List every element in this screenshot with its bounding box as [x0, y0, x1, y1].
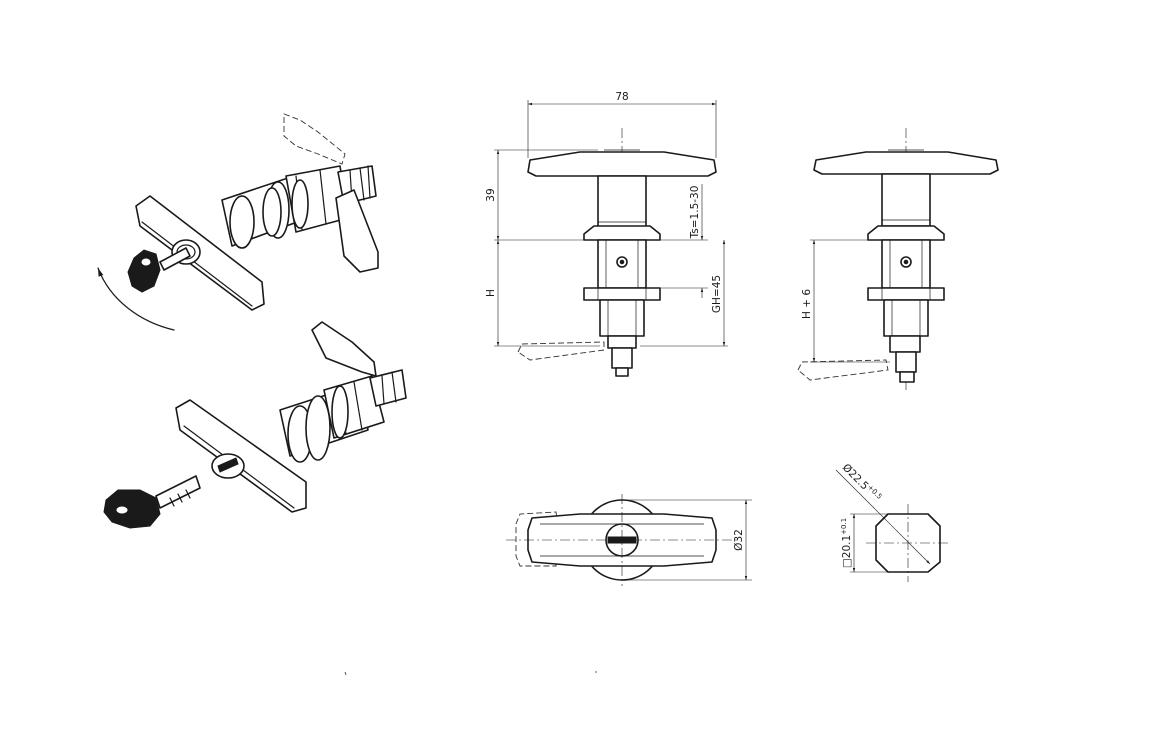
- dim-h-label: H: [485, 289, 497, 297]
- dim-gh-label: GH=45: [711, 275, 723, 313]
- dim-cutout-square-label: □20.1+0.1: [840, 518, 853, 568]
- dim-cutout-dia-label: Ø22.5+0.5: [840, 461, 884, 505]
- isometric-view-key-turn: [97, 113, 379, 331]
- dim-collar-dia-label: Ø32: [733, 529, 745, 551]
- rotation-arrow-icon: [97, 267, 175, 331]
- panel-cutout-view: Ø22.5+0.5 □20.1+0.1: [835, 461, 950, 582]
- dim-handle-height-label: 39: [485, 188, 497, 201]
- dim-h-plus-label: H + 6: [801, 289, 813, 319]
- front-view: 78 39 H Ts=1.5-30 GH=45: [485, 91, 728, 378]
- top-view: Ø32: [506, 494, 752, 586]
- isometric-view-key-removed: [103, 321, 407, 529]
- dim-width-label: 78: [615, 91, 628, 103]
- dim-ts-label: Ts=1.5-30: [689, 186, 701, 240]
- side-view: H + 6: [797, 128, 999, 390]
